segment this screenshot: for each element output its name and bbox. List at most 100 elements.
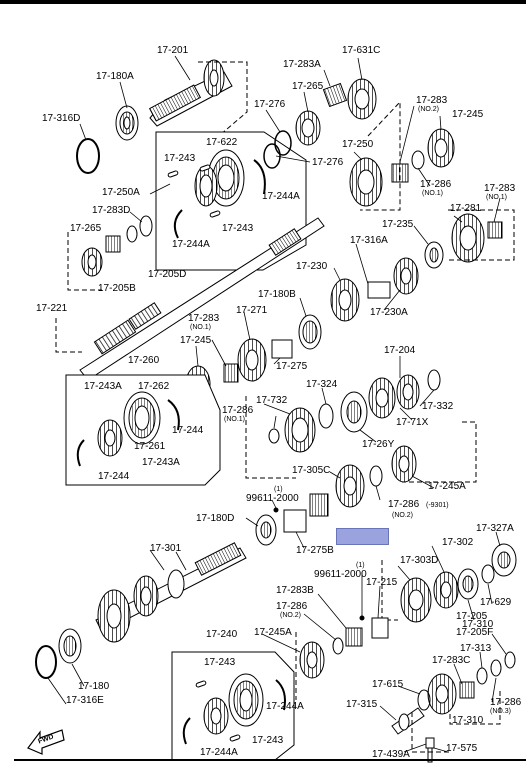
label-17-221: 17-221 xyxy=(36,303,68,314)
label-17-245a: 17-245A xyxy=(428,481,466,492)
label-17-230: 17-230 xyxy=(296,261,328,272)
highlight-box xyxy=(336,528,389,545)
label-17-215: 17-215 xyxy=(366,577,398,588)
synchronizer-hub-17-622 xyxy=(194,149,245,207)
synchronizer-hub-17-262 xyxy=(123,391,161,445)
gear-17-245-top xyxy=(427,128,455,168)
label-17-243-a: 17-243 xyxy=(164,153,196,164)
gear-17-250 xyxy=(349,157,383,207)
label-17-243-c: 17-243 xyxy=(204,657,236,668)
hub-17-205 xyxy=(457,568,479,600)
label-17-622: 17-622 xyxy=(206,137,238,148)
label-17-235: 17-235 xyxy=(382,219,414,230)
synchronizer-hub-17-240 xyxy=(203,673,264,735)
label-17-615: 17-615 xyxy=(372,679,404,690)
washer-17-286-no2-low xyxy=(332,637,344,655)
snap-ring-17-316d xyxy=(76,138,100,174)
label-17-262: 17-262 xyxy=(138,381,170,392)
label-17-316e: 17-316E xyxy=(66,695,104,706)
label-17-286-no2-mid: 17-286 xyxy=(388,499,420,510)
spring-17-244a-top xyxy=(253,159,266,195)
label-17-245-mid: 17-245 xyxy=(180,335,212,346)
label-99611-a: 99611-2000 xyxy=(246,493,299,504)
label-17-240: 17-240 xyxy=(206,629,238,640)
label-17-261: 17-261 xyxy=(134,441,166,452)
synchronizer-17-732 xyxy=(284,407,316,453)
label-17-275: 17-275 xyxy=(276,361,308,372)
label-no2-c: (NO.2) xyxy=(280,612,301,619)
gear-17-305c xyxy=(335,464,365,508)
gear-17-230 xyxy=(330,278,360,322)
ring-17-629 xyxy=(481,564,495,584)
collar-17-215 xyxy=(371,617,389,639)
label-17-204: 17-204 xyxy=(384,345,416,356)
ball-99611-2000-b xyxy=(359,615,365,621)
bearing-17-180 xyxy=(58,628,82,664)
gear-17-631c xyxy=(347,78,377,120)
label-99611-b: 99611-2000 xyxy=(314,569,367,580)
gear-17-245a xyxy=(391,445,417,483)
label-17-316d: 17-316D xyxy=(42,113,81,124)
bearing-17-205b xyxy=(105,235,121,253)
key-pins-17-243 xyxy=(167,164,221,218)
washer-17-283d xyxy=(139,215,153,237)
label-17-283-no1-mid: 17-283 xyxy=(188,313,220,324)
washer-17-286-no3 xyxy=(490,659,502,677)
label-17-243-b: 17-243 xyxy=(222,223,254,234)
collar-17-275 xyxy=(271,339,293,359)
label-17-575: 17-575 xyxy=(446,743,478,754)
bolt-17-439a xyxy=(425,737,435,763)
gear-17-265-left xyxy=(81,247,103,277)
gear-17-271 xyxy=(237,338,267,382)
label-17-303d: 17-303D xyxy=(400,555,439,566)
label-17-286-no3: 17-286 xyxy=(490,697,522,708)
label-17-243-d: 17-243 xyxy=(252,735,284,746)
washer-17-205d xyxy=(126,225,138,243)
bearing-17-283b xyxy=(345,627,363,647)
label-17-313: 17-313 xyxy=(460,643,492,654)
label-no1-d: (NO.1) xyxy=(224,416,245,423)
label-17-180: 17-180 xyxy=(78,681,110,692)
spring-17-244a-bottom xyxy=(173,209,183,239)
label-17-180d: 17-180D xyxy=(196,513,235,524)
label-17-286-no2-low: 17-286 xyxy=(276,601,308,612)
washer-17-286-no1 xyxy=(411,150,425,170)
washer-17-332 xyxy=(427,369,441,391)
label-17-732: 17-732 xyxy=(256,395,288,406)
label-17-245-top: 17-245 xyxy=(452,109,484,120)
bearing-17-275b-roller xyxy=(309,493,329,517)
label-17-316a: 17-316A xyxy=(350,235,388,246)
needle-bearing-17-283a xyxy=(322,82,348,108)
label-17-243a-b: 17-243A xyxy=(142,457,180,468)
label-17-244a-a: 17-244A xyxy=(262,191,300,202)
label-17-243a-a: 17-243A xyxy=(84,381,122,392)
label-qty-1-a: (1) xyxy=(274,486,283,493)
bearing-17-180b xyxy=(298,314,322,350)
label-17-230a: 17-230A xyxy=(370,307,408,318)
output-shaft-17-301 xyxy=(95,542,247,643)
key-pins-17-243-low xyxy=(195,680,241,742)
label-17-301: 17-301 xyxy=(150,543,182,554)
ring-17-324 xyxy=(318,403,334,429)
spring-17-244-b xyxy=(76,439,85,467)
label-no1-c: (NO.1) xyxy=(190,324,211,331)
ring-17-276-b xyxy=(263,143,281,169)
cover-17-327a xyxy=(491,543,517,577)
ring-17-205f xyxy=(504,651,516,669)
gear-17-245a-low xyxy=(299,641,325,679)
forward-arrow-icon xyxy=(27,729,65,755)
label-17-332: 17-332 xyxy=(422,401,454,412)
gear-17-204 xyxy=(368,377,396,419)
label-17-244-b: 17-244 xyxy=(98,471,130,482)
bearing-17-283-no1 xyxy=(487,221,503,239)
label-no2-b: (NO.2) xyxy=(392,512,413,519)
label-17-283a: 17-283A xyxy=(283,59,321,70)
label-17-260: 17-260 xyxy=(128,355,160,366)
ball-99611-2000-a xyxy=(273,507,279,513)
spring-17-244a-d xyxy=(182,717,191,745)
label-17-250a: 17-250A xyxy=(102,187,140,198)
label-17-244a-d: 17-244A xyxy=(200,747,238,758)
label-17-275b: 17-275B xyxy=(296,545,334,556)
label-17-283c: 17-283C xyxy=(432,655,471,666)
gear-17-332 xyxy=(396,374,420,410)
